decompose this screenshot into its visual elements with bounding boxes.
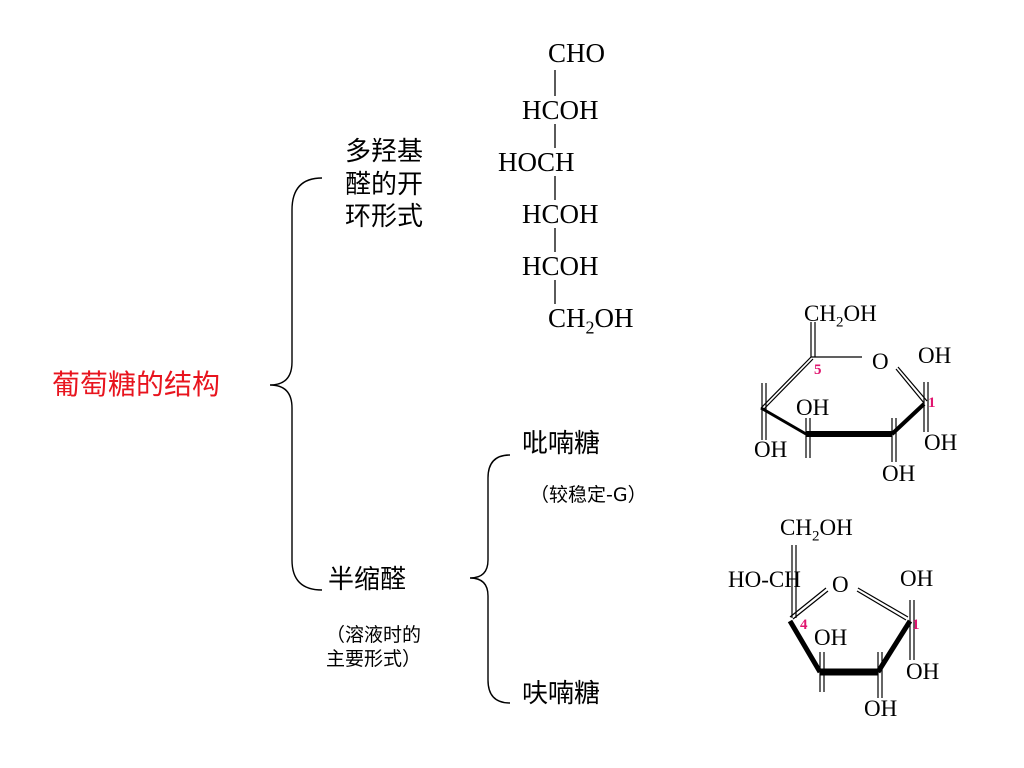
pyranose-carbon-1: 1: [928, 395, 936, 411]
pyranose-oh-c1-up: OH: [918, 343, 952, 368]
open-chain-label-line: 环形式: [345, 202, 424, 232]
hemiacetal-note-line: 主要形式）: [326, 647, 422, 670]
furanose-ring: [787, 545, 915, 698]
furanose-oh-c1-up: OH: [900, 566, 934, 591]
furanose-label: 呋喃糖: [522, 679, 601, 709]
open-chain-row: HCOH: [522, 251, 599, 281]
open-chain-ch2oh: CH2OH: [548, 303, 634, 338]
hemiacetal-note-line: （溶液时的: [326, 624, 422, 646]
open-chain-row: HOCH: [498, 147, 575, 177]
furanose-oh-c3: OH: [814, 625, 848, 650]
pyranose-ring: [760, 322, 929, 462]
ch2oh-tail: OH: [843, 301, 877, 326]
pyranose-oh-c2: OH: [882, 461, 916, 486]
ch2oh-tail: OH: [819, 515, 853, 540]
open-chain-row: HCOH: [522, 199, 599, 229]
pyranose-oh-c3: OH: [754, 437, 788, 462]
ch2oh-tail: OH: [594, 303, 634, 333]
furanose-carbon-1: 1: [912, 617, 920, 633]
furanose-ring-oxygen: O: [832, 572, 849, 597]
pyranose-carbon-5: 5: [814, 362, 822, 378]
pyranose-label: 吡喃糖: [522, 429, 601, 459]
pyranose-ch2oh: CH2OH: [804, 302, 877, 331]
slide-title: 葡萄糖的结构: [52, 368, 221, 401]
hemiacetal-label: 半缩醛: [328, 565, 407, 595]
ch2oh-subscript: 2: [811, 528, 820, 545]
main-brace: [269, 177, 323, 591]
ch2oh-main: CH: [780, 515, 812, 540]
ch2oh-subscript: 2: [835, 314, 844, 331]
furanose-ch2oh: CH2OH: [780, 516, 853, 545]
ch2oh-main: CH: [548, 303, 586, 333]
open-chain-label: 多羟基 醛的开 环形式: [345, 136, 423, 234]
pyranose-oh-c1-down: OH: [924, 430, 958, 455]
hemiacetal-note: （溶液时的 主要形式）: [326, 624, 421, 672]
pyranose-note: （较稳定-G）: [530, 484, 647, 506]
ch2oh-subscript: 2: [585, 317, 595, 338]
pyranose-ring-oxygen: O: [872, 349, 889, 374]
furanose-oh-c1-down: OH: [906, 659, 940, 684]
furanose-side-group: HO-CH: [728, 567, 801, 592]
hemiacetal-brace: [469, 454, 511, 704]
open-chain-cho: CHO: [548, 38, 606, 68]
furanose-carbon-4: 4: [800, 617, 808, 633]
ch2oh-main: CH: [804, 301, 836, 326]
open-chain-label-line: 多羟基: [345, 137, 424, 167]
open-chain-label-line: 醛的开: [345, 169, 424, 200]
pyranose-oh-c4: OH: [796, 395, 830, 420]
furanose-oh-c2: OH: [864, 696, 898, 721]
open-chain-row: HCOH: [522, 95, 599, 125]
